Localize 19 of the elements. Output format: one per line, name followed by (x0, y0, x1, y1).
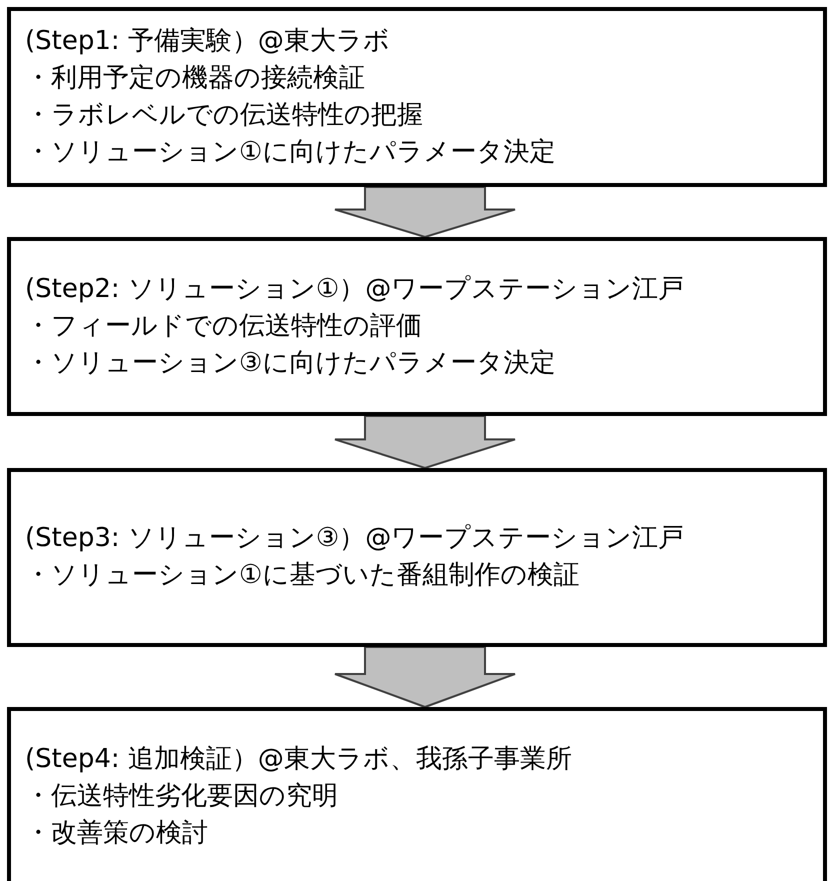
step-box (7, 707, 827, 881)
step-box (7, 468, 827, 647)
block-arrow (334, 415, 516, 470)
bullet-item: ・フィールドでの伝送特性の評価 (25, 310, 422, 343)
block-arrow (334, 186, 516, 238)
bullet-item: ・ソリューション①に基づいた番組制作の検証 (25, 559, 580, 592)
bullet-item: ・ラボレベルでの伝送特性の把握 (25, 99, 423, 132)
bullet-item: ・伝送特性劣化要因の究明 (25, 780, 338, 813)
step-box (7, 237, 827, 416)
bullet-item: ・利用予定の機器の接続検証 (25, 62, 365, 95)
step-heading: (Step1: 予備実験）@東大ラボ (25, 25, 390, 58)
step-heading: (Step2: ソリューション①）@ワープステーション江戸 (25, 273, 684, 306)
block-arrow (334, 646, 516, 708)
step-box (7, 7, 827, 187)
bullet-item: ・ソリューション③に向けたパラメータ決定 (25, 347, 556, 380)
step-heading: (Step3: ソリューション③）@ワープステーション江戸 (25, 522, 684, 555)
step-heading: (Step4: 追加検証）@東大ラボ、我孫子事業所 (25, 743, 572, 776)
bullet-item: ・ソリューション①に向けたパラメータ決定 (25, 136, 556, 169)
bullet-item: ・改善策の検討 (25, 817, 208, 850)
